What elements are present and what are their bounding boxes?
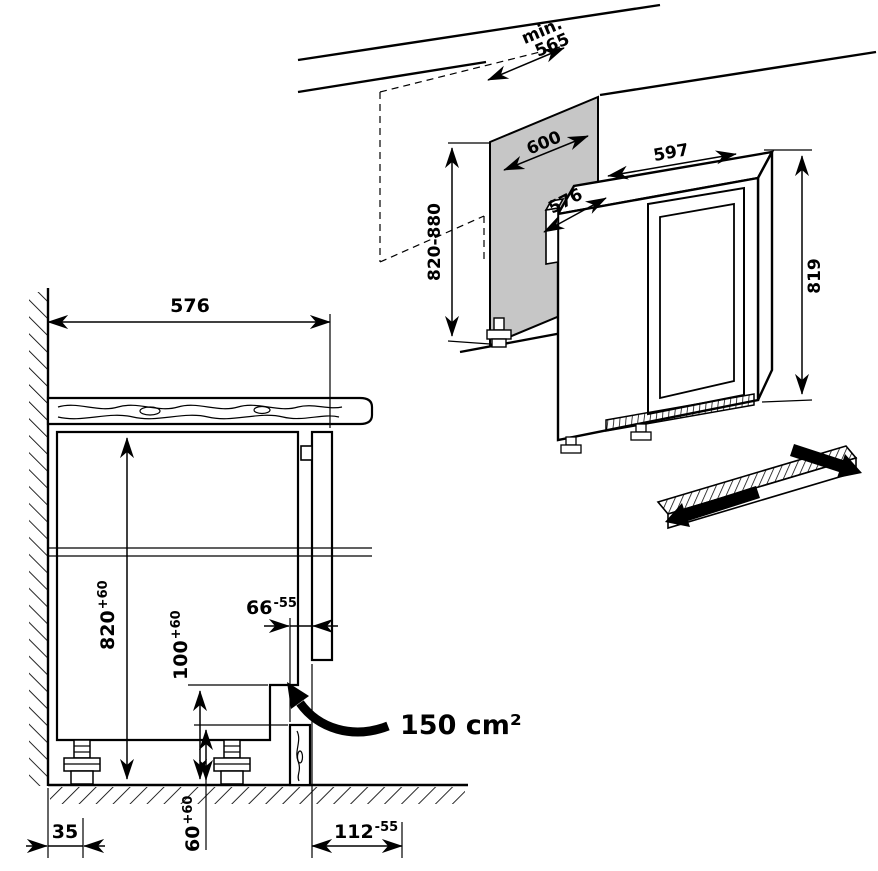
dim-label-appliance-height: 819 — [805, 258, 825, 294]
vent-airflow-arrow-head — [287, 682, 309, 709]
front-foot-right — [630, 423, 652, 441]
dim-label-section-depth: 576 — [170, 295, 210, 317]
plinth-board — [288, 723, 312, 787]
isometric-appliance: 576 597 819 — [543, 140, 825, 454]
ext-line-appliance-height-bottom — [761, 399, 813, 403]
base-vent-grille — [605, 393, 755, 432]
ext-line-niche-height-bottom — [447, 340, 491, 345]
cross-section-view: 576 820+60 100+60 66-55 60+60 35 112-55 — [26, 288, 522, 858]
rear-adjustable-foot — [486, 317, 512, 348]
worktop-grain-1 — [57, 404, 343, 410]
dim-label-rear-clearance: 35 — [52, 821, 78, 843]
appliance-section-outline — [55, 430, 300, 742]
plinth-grille-detail — [656, 444, 862, 530]
adjustable-foot-front — [213, 739, 251, 785]
adjustable-foot-rear — [63, 739, 101, 785]
floor-hatch — [50, 787, 465, 804]
dim-line-appliance-width — [607, 150, 737, 180]
plinth-knot — [296, 750, 304, 764]
niche-hidden-edge-top — [379, 46, 561, 93]
dim-label-plinth-depth: 112-55 — [334, 820, 398, 843]
vent-airflow-arrow-shaft — [296, 700, 390, 737]
counter-edge-line — [297, 3, 661, 62]
dim-label-section-height: 820+60 — [96, 580, 119, 650]
glass-door-inner-frame — [659, 202, 735, 400]
front-foot-left — [560, 436, 582, 454]
wall-hatch — [29, 292, 48, 786]
appliance-side-face — [756, 151, 774, 401]
dim-label-plinth-height: 100+60 — [169, 610, 192, 680]
wall-edge-line-right — [599, 50, 877, 97]
dim-label-vent-height: 60+60 — [181, 796, 204, 852]
wall-edge-line-left — [297, 60, 487, 94]
airflow-arrow-in — [665, 486, 760, 527]
airflow-arrow-out — [790, 444, 862, 478]
niche-hidden-edge-bottom — [379, 215, 485, 263]
worktop-knot-2 — [253, 405, 271, 415]
dim-label-front-gap: 66-55 — [246, 596, 297, 619]
dim-label-niche-depth-min: min.565 — [519, 14, 573, 65]
dim-label-niche-height: 820-880 — [425, 203, 445, 281]
vent-area-label: 150 cm² — [400, 710, 522, 741]
dim-line-niche-depth-min — [487, 47, 565, 81]
dim-line-niche-width — [503, 135, 589, 171]
worktop — [46, 396, 374, 426]
worktop-knot-1 — [139, 406, 161, 416]
worktop-grain-2 — [57, 414, 340, 420]
door-mounting-bracket — [300, 445, 313, 461]
dim-line-appliance-depth — [543, 197, 607, 233]
furniture-door-panel — [310, 430, 334, 662]
niche-floor-line — [459, 331, 563, 354]
